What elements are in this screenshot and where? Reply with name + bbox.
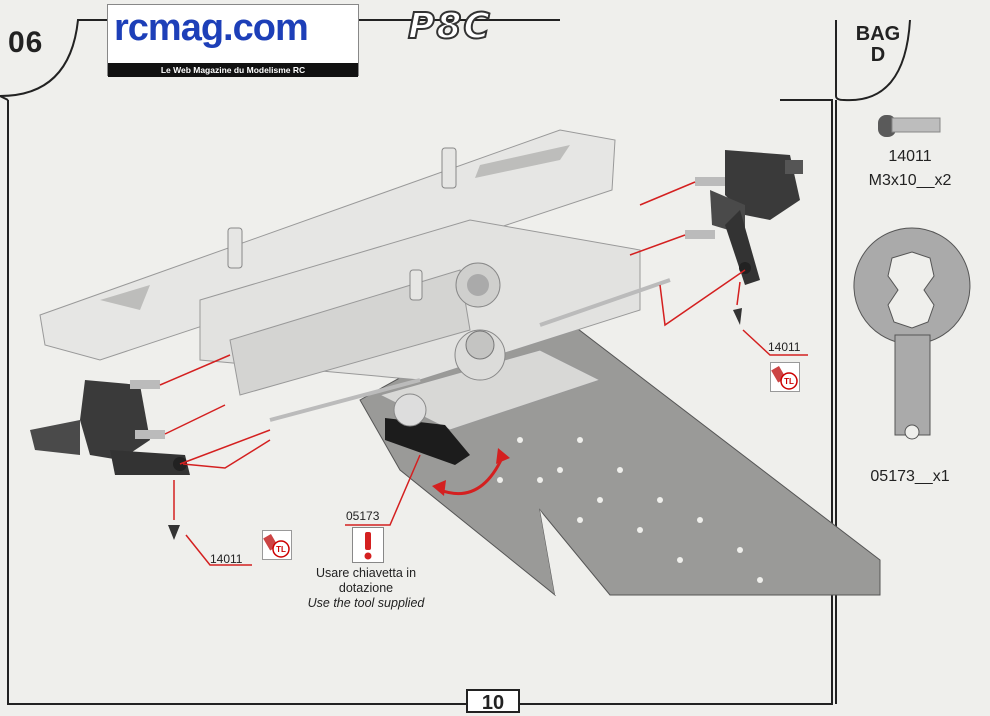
header-curve <box>0 19 560 97</box>
tool-on-chassis <box>385 418 470 465</box>
model-title: P8C <box>407 5 492 48</box>
wrench-tool-icon <box>853 227 971 440</box>
warning-icon <box>352 527 384 563</box>
callout-screw-right: 14011 <box>768 340 801 354</box>
bag-frame <box>835 19 911 102</box>
part-desc-screw: M3x10__x2 <box>868 172 952 189</box>
callout-tool: 05173 <box>346 509 380 523</box>
instruction-note: Usare chiavetta in dotazione Use the too… <box>307 566 425 610</box>
part-code-tool: 05173__x1 <box>870 468 950 485</box>
svg-text:TL: TL <box>784 377 794 386</box>
page-number: 10 <box>466 689 520 714</box>
rcmag-logo[interactable]: rcmag.com Le Web Magazine du Modelisme R… <box>107 4 359 77</box>
step-number: 06 <box>8 26 44 59</box>
callout-screw-left: 14011 <box>210 552 243 566</box>
posts <box>227 147 457 301</box>
threadlock-badge-right: TL <box>770 362 800 392</box>
left-steering-block <box>30 380 190 475</box>
right-steering-block <box>685 150 803 285</box>
threadlock-badge-left: TL <box>262 530 292 560</box>
bag-label: BAG D <box>855 23 901 66</box>
assembly-lines <box>159 181 808 566</box>
screw-right <box>733 308 742 325</box>
rotation-arrow <box>439 457 504 496</box>
front-bumper-plate <box>39 129 616 361</box>
svg-text:TL: TL <box>276 545 286 554</box>
chassis-holes <box>497 437 763 583</box>
steering-links <box>269 278 671 422</box>
main-frame <box>7 99 833 705</box>
part-code-screw: 14011 <box>888 148 932 165</box>
screw-left <box>168 525 180 540</box>
screw-icon <box>878 115 941 137</box>
